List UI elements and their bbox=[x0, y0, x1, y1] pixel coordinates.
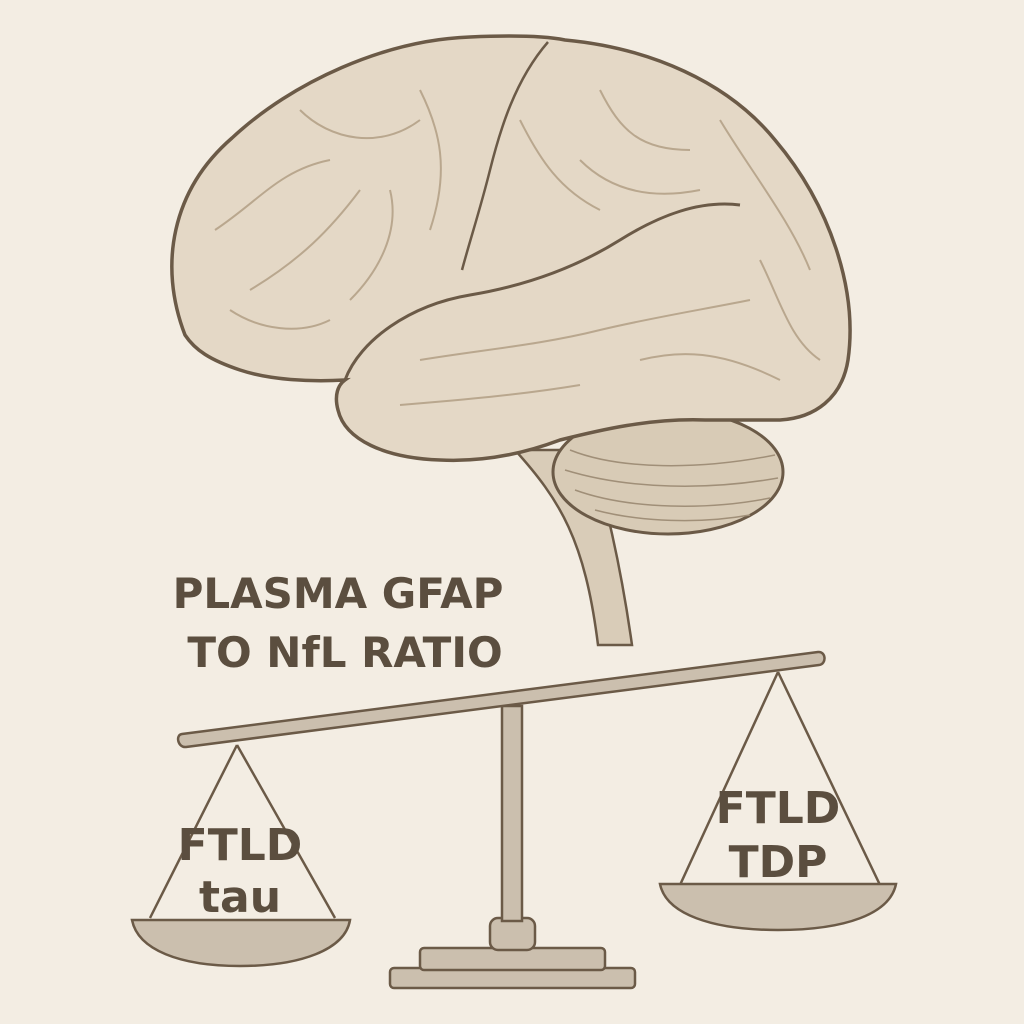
right-pan-label-1: FTLD bbox=[716, 783, 841, 834]
left-pan bbox=[130, 918, 352, 968]
right-pan bbox=[658, 882, 898, 932]
balance-scale bbox=[130, 650, 898, 990]
left-pan-label-1: FTLD bbox=[178, 820, 303, 871]
scale-pillar bbox=[500, 704, 524, 923]
right-pan-label-2: TDP bbox=[729, 837, 828, 888]
scale-foot bbox=[488, 916, 537, 952]
scale-base-top bbox=[418, 946, 607, 972]
cerebrum bbox=[170, 34, 852, 463]
left-pan-label-2: tau bbox=[199, 872, 281, 923]
title-line-2: TO NfL RATIO bbox=[187, 628, 502, 677]
title-line-1: PLASMA GFAP bbox=[173, 569, 504, 618]
scale-beam bbox=[176, 650, 826, 749]
right-pan-strings bbox=[678, 671, 882, 886]
left-pan-strings bbox=[148, 744, 337, 919]
